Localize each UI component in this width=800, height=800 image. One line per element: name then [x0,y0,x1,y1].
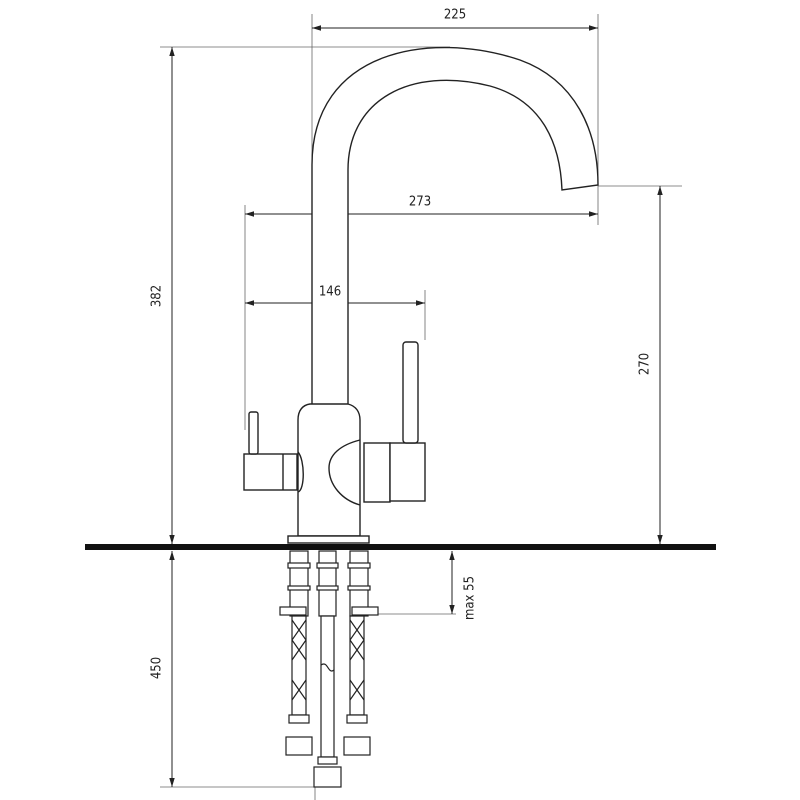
hose-middle [313,550,342,788]
dim-label-225: 225 [443,7,467,23]
spout [311,46,599,405]
left-handle [243,453,298,491]
faucet [243,46,599,544]
hose-right [343,550,379,756]
base-plate [287,535,370,544]
left-lever [248,411,259,455]
hose-left [279,550,313,756]
dim-label-270: 270 [637,352,653,376]
extension-lines [160,14,682,800]
dim-label-382: 382 [149,284,165,308]
supply-hoses [279,550,379,788]
right-lever [402,341,419,444]
right-handle [389,442,426,502]
dim-label-146: 146 [318,284,342,300]
right-handle-collar [363,442,391,503]
dimension-lines [169,25,663,787]
dim-label-max55: max 55 [462,575,478,621]
dim-label-450: 450 [149,656,165,680]
dim-label-273: 273 [408,194,432,210]
